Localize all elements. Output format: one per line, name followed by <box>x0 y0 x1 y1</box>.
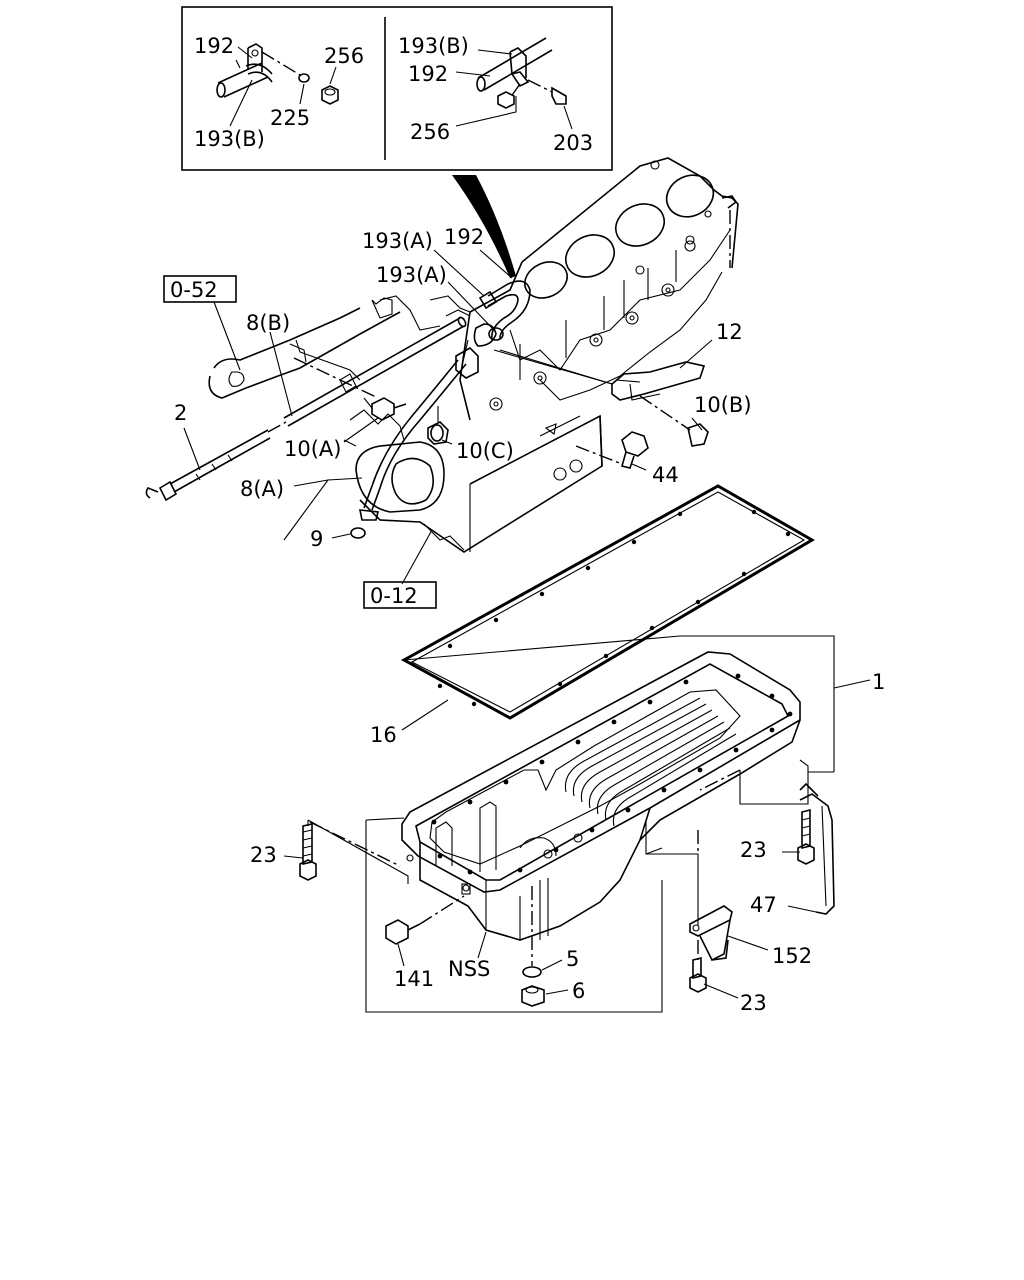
assembly-group-lines <box>307 349 835 1013</box>
gasket-16-drawing <box>400 484 815 720</box>
ref-box-0-12 <box>363 581 437 609</box>
label-23-right: 23 <box>740 838 767 862</box>
label-256-inset-right: 256 <box>410 120 450 144</box>
label-193b-inset-left: 193(B) <box>194 127 265 151</box>
bolt-23-left-drawing <box>299 823 317 881</box>
label-12: 12 <box>716 320 743 344</box>
label-1: 1 <box>872 670 885 694</box>
label-152: 152 <box>772 944 812 968</box>
label-10a: 10(A) <box>284 437 341 461</box>
detail-inset: 192 256 225 193(B) 193(B) 192 256 203 <box>181 6 613 171</box>
label-16: 16 <box>370 723 397 747</box>
label-192-hose: 192 <box>444 225 484 249</box>
label-nss: NSS <box>448 957 490 981</box>
label-10b: 10(B) <box>694 393 752 417</box>
engine-block-drawing <box>343 157 739 553</box>
label-192-inset-left: 192 <box>194 34 234 58</box>
inset-left-clip-drawing <box>216 43 339 105</box>
label-44: 44 <box>652 463 679 487</box>
label-225-inset-left: 225 <box>270 106 310 130</box>
label-141: 141 <box>394 967 434 991</box>
label-2: 2 <box>174 401 187 425</box>
label-ref-0-52[interactable]: 0-52 <box>170 278 218 302</box>
bolt-23-right-drawing <box>797 808 815 865</box>
label-6: 6 <box>572 979 585 1003</box>
label-47: 47 <box>750 893 777 917</box>
dipstick-drawing <box>145 421 287 502</box>
bolt-23-bottom-drawing <box>689 956 707 993</box>
label-ref-0-12[interactable]: 0-12 <box>370 584 418 608</box>
label-9: 9 <box>310 527 323 551</box>
label-5: 5 <box>566 947 579 971</box>
label-193b-inset-right: 193(B) <box>398 34 469 58</box>
label-8a: 8(A) <box>240 477 284 501</box>
label-23-left: 23 <box>250 843 277 867</box>
label-8b: 8(B) <box>246 311 290 335</box>
label-10c: 10(C) <box>456 439 514 463</box>
gauge-guide-tube-drawing <box>208 307 471 427</box>
pipe-47-drawing <box>799 782 835 915</box>
inset-pointer-arrow <box>452 175 516 278</box>
plug-44-drawing <box>575 431 649 469</box>
label-256-inset-left: 256 <box>324 44 364 68</box>
bolt-141-drawing <box>385 883 471 945</box>
washer-5 <box>522 966 542 978</box>
bracket-152-drawing <box>689 905 733 962</box>
drain-plug-6-drawing <box>521 985 545 1007</box>
gasket-holes <box>437 509 791 707</box>
label-192-inset-right: 192 <box>408 62 448 86</box>
label-193a-upper: 193(A) <box>362 229 433 253</box>
suction-pipe-drawing <box>359 323 497 521</box>
inset-right-clamp-drawing <box>476 37 567 109</box>
label-23-bottom: 23 <box>740 991 767 1015</box>
label-203-inset-right: 203 <box>553 131 593 155</box>
leader-lines <box>183 249 871 999</box>
bolt-10a-drawing <box>363 397 407 421</box>
label-193a-lower: 193(A) <box>376 263 447 287</box>
oil-pan-drawing <box>401 651 801 941</box>
o-ring-9 <box>350 527 366 539</box>
hose-192-drawing <box>478 280 531 341</box>
ref-box-0-52 <box>163 275 237 303</box>
